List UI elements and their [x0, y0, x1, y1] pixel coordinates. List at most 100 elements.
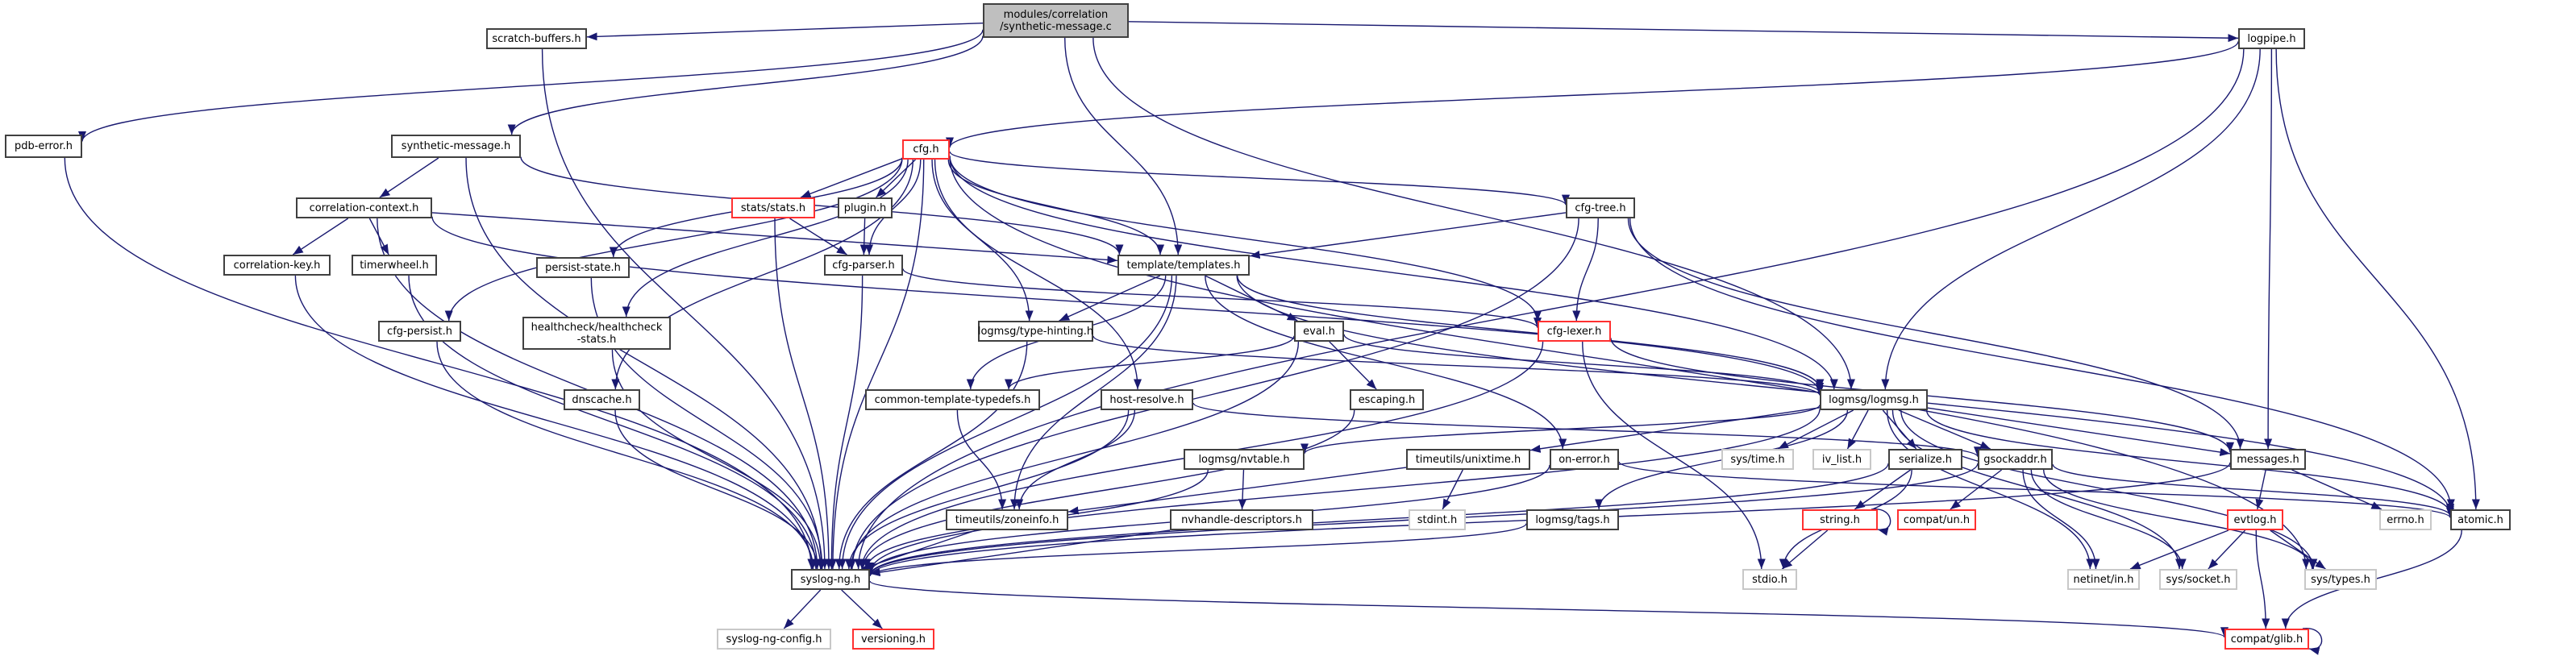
edge-root-to-synmsg	[507, 35, 984, 135]
edge-hostres-to-syslogng	[844, 409, 1130, 570]
edge-logpipe-to-messages	[2264, 48, 2273, 450]
edge-escaping-to-syslogng	[859, 409, 1355, 570]
edge-synmsg-to-corrctx	[379, 157, 439, 198]
node-logmsg-h[interactable]: logmsg/logmsg.h	[1820, 389, 1928, 410]
node-messages-h[interactable]: messages.h	[2230, 449, 2306, 470]
node-healthcheck-stats-h[interactable]: healthcheck/healthcheck -stats.h	[522, 317, 671, 350]
edge-cfg-to-cfglexer	[949, 156, 1542, 322]
edge-tags-to-syslogng	[866, 523, 1527, 577]
edge-healthcheck-to-syslogng	[611, 349, 825, 570]
edge-hostres-to-zoneinfo	[1015, 409, 1136, 510]
node-dnscache-h[interactable]: dnscache.h	[564, 389, 640, 410]
edge-pdberr-to-syslogng	[64, 157, 816, 570]
edge-cfg-to-plugin	[876, 159, 916, 198]
edge-root-to-scratch	[586, 22, 984, 41]
edge-logmsg-to-unixtime	[1529, 407, 1821, 453]
node-persist-state-h[interactable]: persist-state.h	[536, 257, 630, 278]
node-escaping-h[interactable]: escaping.h	[1350, 389, 1424, 410]
edge-templates-to-logmsg	[1236, 275, 1825, 390]
edge-syslogng-to-sngconfig	[783, 589, 822, 629]
node-cfg-lexer-h[interactable]: cfg-lexer.h	[1538, 321, 1611, 342]
node-nvhandle-descriptors-h[interactable]: nvhandle-descriptors.h	[1170, 509, 1313, 530]
edge-unixtime-to-stdint	[1442, 469, 1463, 510]
node-compat-un-h[interactable]: compat/un.h	[1897, 509, 1976, 530]
edge-corrctx-to-logmsg	[431, 216, 1824, 393]
edge-logpipe-to-syslogng	[854, 48, 2245, 570]
node-evtlog-h[interactable]: evtlog.h	[2227, 509, 2283, 530]
node-versioning-h[interactable]: versioning.h	[852, 629, 934, 650]
edge-logmsg-to-messages	[1927, 407, 2231, 456]
node-compat-glib-h[interactable]: compat/glib.h	[2224, 629, 2309, 650]
node-eval-h[interactable]: eval.h	[1294, 321, 1344, 342]
node-zoneinfo-h[interactable]: timeutils/zoneinfo.h	[946, 509, 1068, 530]
node-logpipe-h[interactable]: logpipe.h	[2238, 28, 2305, 49]
node-pdb-error-h[interactable]: pdb-error.h	[5, 135, 82, 158]
edge-logmsg-to-netinet	[1886, 409, 2095, 570]
edge-logmsg-to-nvtable	[1300, 404, 1821, 455]
node-cfg-persist-h[interactable]: cfg-persist.h	[378, 321, 461, 342]
edge-logmsg-to-syslogng	[866, 409, 1821, 573]
edge-eval-to-syslogng	[847, 341, 1300, 570]
edge-synmsg-to-templates	[520, 156, 1124, 255]
node-timerwheel-h[interactable]: timerwheel.h	[352, 255, 437, 276]
node-syslog-ng-h[interactable]: syslog-ng.h	[791, 569, 870, 590]
edge-compatglib-to-compatglib	[2302, 628, 2323, 655]
edge-cfgtree-to-cfglexer	[1572, 218, 1599, 322]
edge-eval-to-logmsg	[1343, 334, 1824, 393]
node-stats-h[interactable]: stats/stats.h	[731, 197, 815, 218]
edge-evtlog-to-syssocket	[2208, 529, 2246, 570]
node-string-h[interactable]: string.h	[1802, 509, 1878, 530]
edge-corrkey-to-syslogng	[294, 275, 817, 570]
edge-root-to-pdberr	[78, 29, 984, 142]
node-nvtable-h[interactable]: logmsg/nvtable.h	[1184, 449, 1305, 470]
node-tags-h[interactable]: logmsg/tags.h	[1526, 509, 1619, 530]
node-cfg-tree-h[interactable]: cfg-tree.h	[1566, 197, 1635, 218]
edge-serialize-to-syslogng	[866, 463, 1889, 575]
edge-logmsg-to-gsockaddr	[1898, 409, 1991, 450]
node-cfg-h[interactable]: cfg.h	[902, 139, 950, 160]
edge-cfgparser-to-cfglexer	[902, 268, 1542, 329]
node-plugin-h[interactable]: plugin.h	[838, 197, 893, 218]
node-templates-h[interactable]: template/templates.h	[1117, 255, 1250, 276]
edge-stats-to-cfgparser	[789, 218, 847, 255]
edge-gsockaddr-to-netinet	[2022, 469, 2100, 570]
node-atomic-h[interactable]: atomic.h	[2450, 509, 2511, 530]
node-root-synthetic-message-c[interactable]: modules/correlation /synthetic-message.c	[983, 3, 1129, 38]
node-sys-socket-h: sys/socket.h	[2159, 569, 2237, 590]
edge-eval-to-escaping	[1329, 341, 1377, 390]
edge-root-to-templates	[1064, 37, 1183, 255]
edge-templates-to-syslogng	[838, 275, 1173, 570]
node-unixtime-h[interactable]: timeutils/unixtime.h	[1406, 449, 1530, 470]
edge-gsockaddr-to-compatun	[1950, 469, 2003, 510]
edge-cfg-to-stats	[800, 158, 903, 198]
edge-cfglexer-to-stdio	[1582, 341, 1766, 570]
edge-syslogng-to-versioning	[841, 589, 883, 629]
edge-cfg-to-cfgparser	[864, 159, 922, 255]
node-scratch-buffers-h[interactable]: scratch-buffers.h	[486, 28, 587, 49]
edge-zoneinfo-to-syslogng	[861, 529, 976, 570]
edge-cfg-to-syslogng	[828, 159, 925, 570]
edge-hostres-to-gsockaddr	[1192, 402, 1982, 458]
edge-cfgtree-to-atomic	[1629, 218, 2455, 510]
edge-commontt-to-zoneinfo	[956, 409, 1007, 510]
edge-synmsg-to-syslogng	[465, 157, 826, 570]
edge-cfg-to-cfgtree	[949, 151, 1570, 206]
node-synthetic-message-h[interactable]: synthetic-message.h	[391, 135, 521, 158]
node-gsockaddr-h[interactable]: gsockaddr.h	[1978, 449, 2053, 470]
node-host-resolve-h[interactable]: host-resolve.h	[1101, 389, 1193, 410]
edge-messages-to-errno	[2291, 469, 2382, 510]
edge-unixtime-to-zoneinfo	[1067, 467, 1407, 515]
node-serialize-h[interactable]: serialize.h	[1888, 449, 1962, 470]
node-cfg-parser-h[interactable]: cfg-parser.h	[824, 255, 903, 276]
edge-onerror-to-atomic	[1618, 461, 2454, 519]
node-common-template-typedefs-h[interactable]: common-template-typedefs.h	[865, 389, 1040, 410]
node-correlation-context-h[interactable]: correlation-context.h	[296, 197, 432, 218]
edge-logmsg-to-systypes	[1900, 409, 2318, 570]
node-correlation-key-h[interactable]: correlation-key.h	[223, 255, 331, 276]
edge-gsockaddr-to-systypes	[2043, 469, 2316, 570]
node-type-hinting-h[interactable]: logmsg/type-hinting.h	[978, 321, 1093, 342]
node-on-error-h[interactable]: on-error.h	[1550, 449, 1619, 470]
edge-typehint-to-logmsg	[1092, 335, 1824, 397]
edge-evtlog-to-netinet	[2129, 529, 2229, 570]
node-errno-h: errno.h	[2379, 509, 2432, 530]
